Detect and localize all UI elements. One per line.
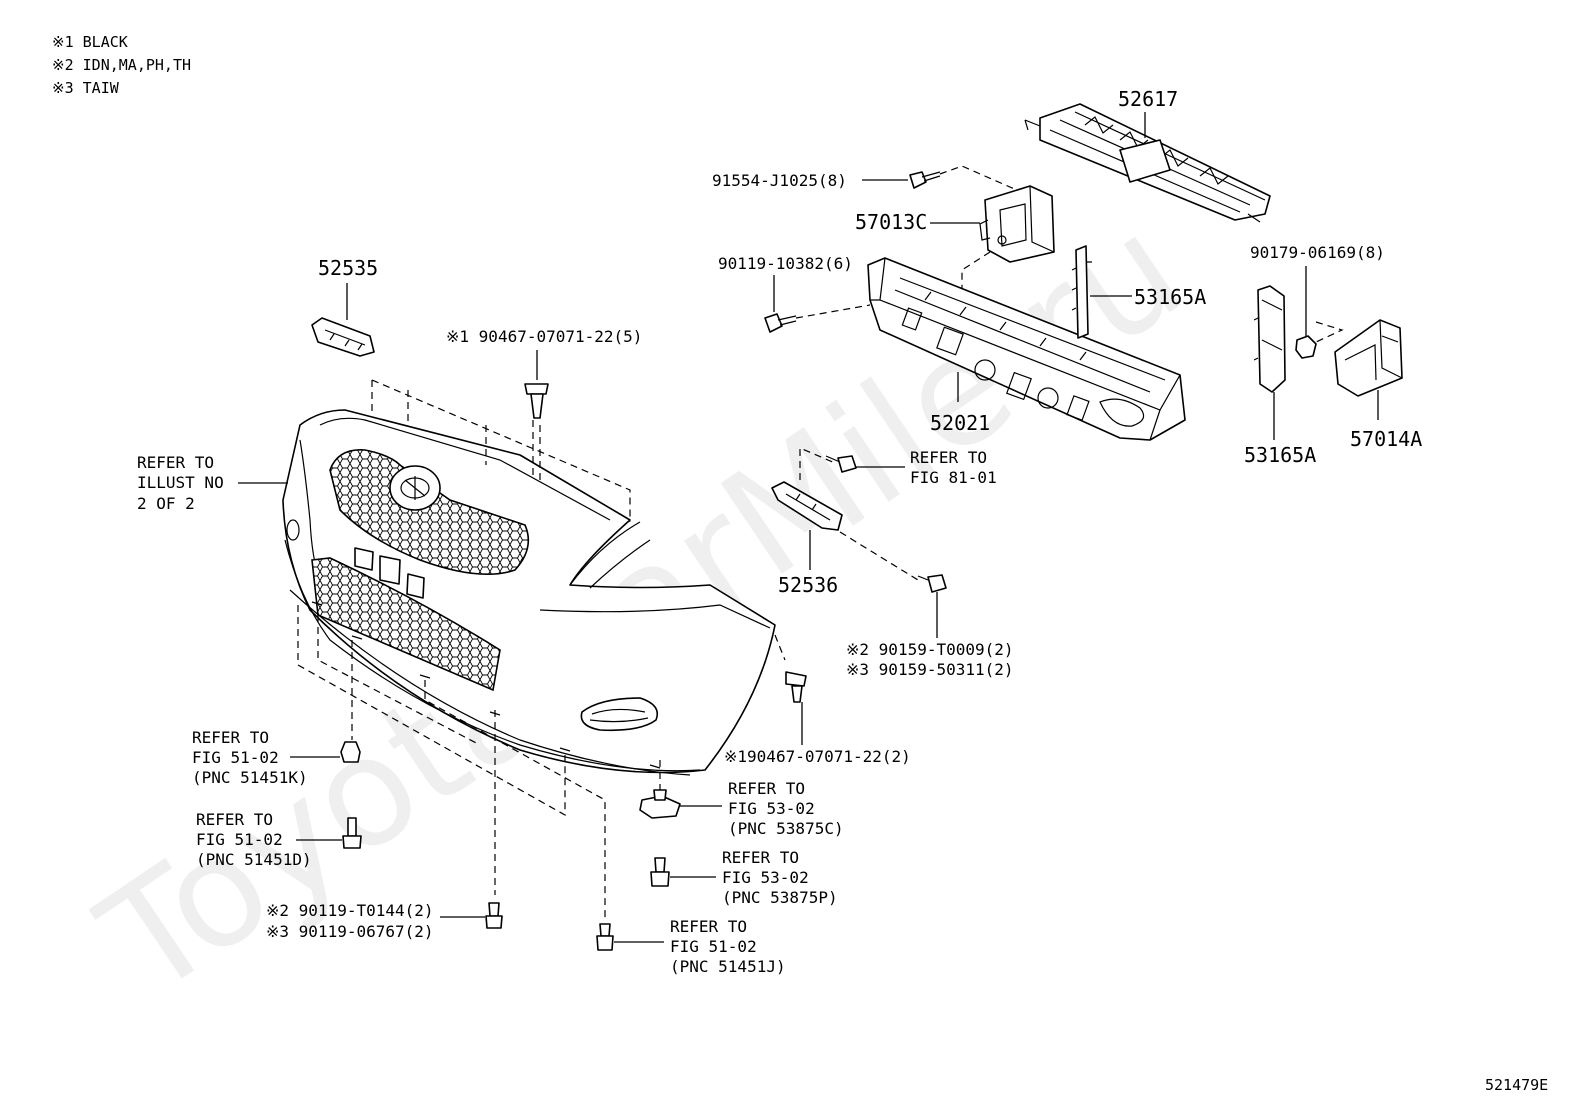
ref-illust-line-3: 2 OF 2 (137, 494, 195, 513)
ref-53875p-line-3: (PNC 53875P) (722, 888, 838, 907)
label-90467-top: ※1 90467-07071-22(5) (446, 327, 642, 346)
dash-90119-10382 (795, 304, 871, 319)
part-52617-drawing (1024, 103, 1271, 223)
ref-51451k-line-2: FIG 51-02 (192, 748, 279, 767)
figure-code: 521479E (1485, 1076, 1548, 1094)
part-52536-drawing (771, 481, 843, 531)
ref-fig51-k: REFER TO FIG 51-02 (PNC 51451K) (192, 728, 308, 787)
ref-illust-line-1: REFER TO (137, 453, 214, 472)
bolt-51451j-drawing (596, 923, 614, 951)
label-90467-bottom: ※190467-07071-22(2) (724, 747, 911, 766)
label-52536: 52536 (778, 573, 838, 597)
ref-53875p-line-2: FIG 53-02 (722, 868, 809, 887)
bumper-cover-drawing (282, 409, 776, 776)
ref-53875c-line-1: REFER TO (728, 779, 805, 798)
ref-53875c-line-3: (PNC 53875C) (728, 819, 844, 838)
bumper-top-dash-lines (371, 379, 631, 522)
clip-53875c-drawing (639, 789, 681, 819)
ref-fig51-d: REFER TO FIG 51-02 (PNC 51451D) (196, 810, 312, 869)
clip-90467-top-drawing (524, 383, 549, 419)
label-53165a-top: 53165A (1134, 285, 1206, 309)
ref-fig53-c: REFER TO FIG 53-02 (PNC 53875C) (728, 779, 844, 838)
ref-51451j-line-1: REFER TO (670, 917, 747, 936)
dash-90179 (1315, 321, 1344, 343)
ref-51451d-line-2: FIG 51-02 (196, 830, 283, 849)
label-52535: 52535 (318, 256, 378, 280)
label-90119-10382: 90119-10382(6) (718, 254, 853, 273)
ref-fig81-line-2: FIG 81-01 (910, 468, 997, 487)
part-57014a-drawing (1334, 319, 1403, 397)
note-3: ※3 TAIW (52, 79, 120, 97)
ref-53875p-line-1: REFER TO (722, 848, 799, 867)
ref-fig51-j: REFER TO FIG 51-02 (PNC 51451J) (670, 917, 786, 976)
label-57013c: 57013C (855, 210, 927, 234)
bolt-90119-t0144-drawing (485, 902, 503, 929)
label-52021: 52021 (930, 411, 990, 435)
part-53165a-top-drawing (1071, 245, 1092, 339)
note-1: ※1 BLACK (52, 33, 128, 51)
dash-91554 (939, 165, 1036, 199)
bumper-bottom-dash-lines (297, 605, 661, 920)
label-52617: 52617 (1118, 87, 1178, 111)
nut-90179-drawing (1295, 335, 1317, 359)
ref-fig-81-01: REFER TO FIG 81-01 (910, 448, 997, 487)
ref-51451k-line-3: (PNC 51451K) (192, 768, 308, 787)
dash-52536-bottom (839, 531, 919, 581)
part-52535-drawing (311, 317, 375, 357)
ref-51451j-line-2: FIG 51-02 (670, 937, 757, 956)
clip-90467-bottom-drawing (785, 671, 807, 703)
ref-fig81-line-1: REFER TO (910, 448, 987, 467)
label-90119-t0144: ※2 90119-T0144(2) (266, 901, 434, 920)
ref-51451k-line-1: REFER TO (192, 728, 269, 747)
ref-illust-line-2: ILLUST NO (137, 473, 224, 492)
label-57014a: 57014A (1350, 427, 1422, 451)
ref-53875c-line-2: FIG 53-02 (728, 799, 815, 818)
ref-51451d-line-3: (PNC 51451D) (196, 850, 312, 869)
nut-51451k-drawing (340, 741, 361, 763)
note-2: ※2 IDN,MA,PH,TH (52, 56, 191, 74)
ref-51451d-line-1: REFER TO (196, 810, 273, 829)
ref-fig53-p: REFER TO FIG 53-02 (PNC 53875P) (722, 848, 838, 907)
bolt-91554-drawing (909, 171, 941, 189)
label-90119-06767: ※3 90119-06767(2) (266, 922, 434, 941)
label-91554-j1025: 91554-J1025(8) (712, 171, 847, 190)
notes-legend: ※1 BLACK ※2 IDN,MA,PH,TH ※3 TAIW (52, 33, 191, 97)
label-90159-t0009: ※2 90159-T0009(2) (846, 640, 1014, 659)
bolt-90119-10382-drawing (764, 313, 797, 333)
label-90179-06169: 90179-06169(8) (1250, 243, 1385, 262)
bolt-51451d-drawing (342, 817, 362, 849)
ref-51451j-line-3: (PNC 51451J) (670, 957, 786, 976)
part-53165a-bottom-drawing (1253, 285, 1286, 393)
label-53165a-bottom: 53165A (1244, 443, 1316, 467)
bolt-90159-drawing (917, 574, 947, 593)
part-57013c-drawing (979, 185, 1055, 263)
part-52021-drawing (867, 257, 1186, 441)
dash-90467-bottom (774, 634, 786, 661)
ref-illust-2-of-2: REFER TO ILLUST NO 2 OF 2 (137, 453, 224, 513)
bolt-fig81-drawing (825, 455, 857, 473)
screw-53875p-drawing (650, 857, 670, 887)
label-90159-50311: ※3 90159-50311(2) (846, 660, 1014, 679)
